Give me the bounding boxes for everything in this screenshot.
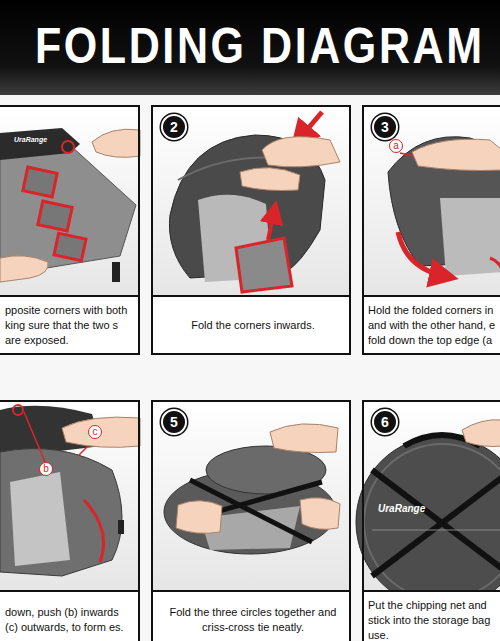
net-fold	[398, 232, 444, 276]
brand-logo: UraRange	[14, 136, 47, 143]
net-fold	[300, 112, 322, 138]
net-fold	[268, 212, 274, 240]
callout-letter: a	[389, 139, 403, 153]
step-number: 2	[170, 120, 178, 134]
step-number-circle: 6	[372, 409, 398, 435]
net-spread	[38, 201, 72, 231]
panel-background	[362, 105, 500, 297]
hand	[62, 417, 140, 447]
storage-bag	[372, 470, 500, 576]
step-panel: down, push (b) inwards (c) outwards, to …	[0, 400, 140, 641]
step-panel: Hold the folded corners in and with the …	[362, 105, 500, 355]
hand	[412, 139, 500, 170]
storage-bag	[372, 530, 500, 531]
net-fold	[118, 520, 124, 534]
caption-box: down, push (b) inwards (c) outwards, to …	[0, 590, 138, 641]
step-number-circle: 5	[161, 409, 187, 435]
panel-background	[0, 400, 140, 590]
caption-holder: Hold the folded corners in and with the …	[368, 303, 500, 348]
hand	[0, 256, 48, 282]
caption-box: pposite corners with both king sure that…	[0, 295, 138, 353]
net-fold	[388, 137, 500, 276]
net-fold	[490, 258, 500, 270]
hand	[412, 139, 500, 170]
caption-holder: pposite corners with both king sure that…	[5, 303, 135, 348]
hand	[270, 424, 338, 453]
step-panel: Put the chipping net and stick into the …	[362, 400, 500, 641]
caption-text: Fold the three circles together and cris…	[157, 605, 349, 635]
panel-background	[0, 105, 140, 297]
step-number-circle: 3	[372, 114, 398, 140]
step-number: 3	[381, 120, 389, 134]
net-spread	[62, 141, 74, 153]
net-spread	[0, 145, 136, 272]
net-fold	[236, 238, 292, 292]
title: FOLDING DIAGRAM	[35, 16, 465, 76]
net-fold	[24, 412, 45, 462]
net-fold	[13, 405, 23, 415]
caption-text: pposite corners with both king sure that…	[5, 303, 135, 348]
net-spread	[23, 167, 57, 197]
caption-holder: Fold the three circles together and cris…	[157, 605, 349, 635]
caption-text: down, push (b) inwards (c) outwards, to …	[5, 605, 133, 635]
panel-background	[151, 105, 351, 297]
caption-text: Put the chipping net and stick into the …	[368, 598, 500, 641]
step-number-circle: 2	[161, 114, 187, 140]
net-fold	[0, 449, 122, 576]
hand	[262, 137, 340, 167]
storage-bag	[372, 470, 500, 576]
caption-holder: Fold the corners inwards.	[159, 318, 347, 333]
caption-holder: Put the chipping net and stick into the …	[368, 598, 500, 641]
net-fold	[440, 198, 500, 276]
hand	[240, 137, 340, 191]
storage-bag	[356, 435, 500, 608]
net-spread	[112, 262, 120, 282]
hand	[0, 129, 140, 282]
callout-letter: b	[39, 462, 53, 476]
brand-logo: UraRange	[378, 503, 425, 514]
callout-letter: c	[88, 425, 102, 439]
hand	[92, 129, 140, 157]
caption-box: Fold the three circles together and cris…	[153, 590, 349, 641]
net-fold	[10, 472, 70, 566]
net-spread	[0, 128, 80, 160]
hand	[62, 417, 140, 447]
caption-text: Fold the corners inwards.	[159, 318, 347, 333]
net-fold	[84, 500, 104, 562]
hand	[300, 498, 340, 530]
title-bar: FOLDING DIAGRAM	[0, 0, 500, 95]
hand	[462, 420, 500, 447]
storage-bag	[356, 436, 500, 608]
caption-box: Fold the corners inwards.	[153, 295, 349, 353]
step-number: 5	[170, 415, 178, 429]
step-number: 6	[381, 415, 389, 429]
net-spread	[54, 233, 86, 260]
step-panel: Fold the corners inwards. 2	[151, 105, 351, 355]
panel-background	[151, 400, 351, 590]
step-panel: Fold the three circles together and cris…	[151, 400, 351, 641]
caption-holder: down, push (b) inwards (c) outwards, to …	[5, 605, 133, 635]
hand	[240, 168, 300, 191]
caption-text: Hold the folded corners in and with the …	[368, 303, 500, 348]
hand	[176, 424, 340, 533]
caption-box: Put the chipping net and stick into the …	[364, 590, 500, 641]
storage-bag	[364, 444, 500, 600]
hand	[462, 420, 500, 447]
caption-box: Hold the folded corners in and with the …	[364, 295, 500, 353]
hand	[176, 501, 222, 534]
